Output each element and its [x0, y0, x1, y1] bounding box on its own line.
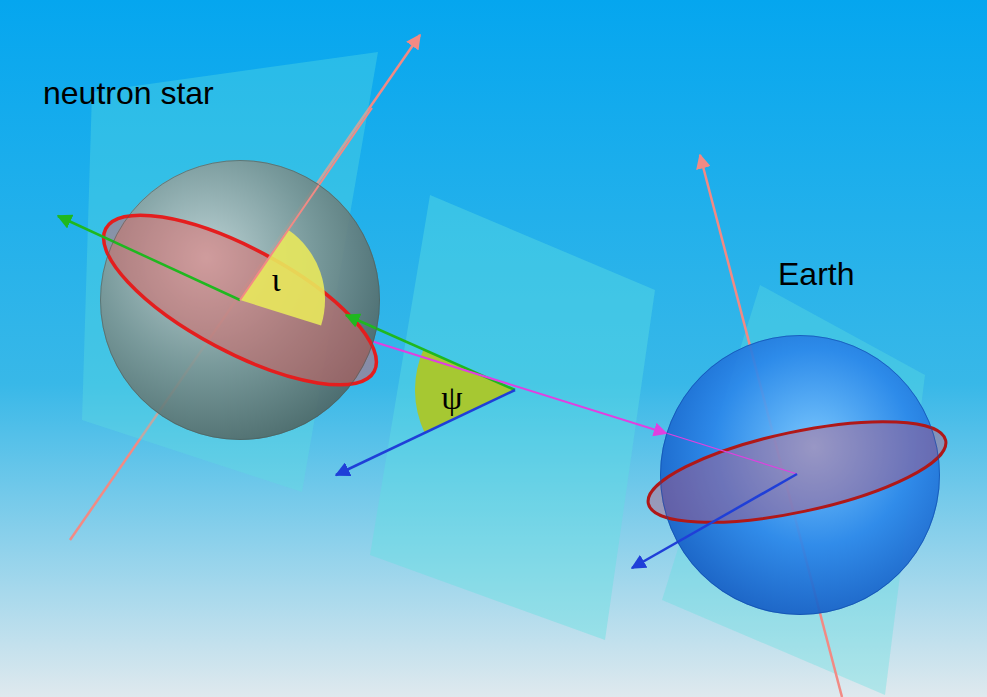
node-label: Earth	[778, 257, 854, 292]
sphere-outline	[661, 336, 940, 615]
equator-ring	[640, 401, 954, 542]
sky-plane	[370, 195, 655, 640]
angle-wedge	[240, 230, 325, 326]
rotation-axis	[240, 108, 372, 300]
line-of-sight	[666, 433, 797, 474]
angle-symbol: ψ	[441, 380, 462, 416]
angle-wedge	[415, 350, 515, 433]
node-label: neutron star	[43, 76, 214, 111]
node-outline	[660, 335, 940, 615]
blue-arrow	[632, 474, 797, 568]
angle-symbol: ι	[271, 262, 280, 298]
sphere-outline	[101, 161, 380, 440]
neutron-star-node: neutron star	[100, 160, 380, 440]
earth-node: Earth	[660, 335, 940, 615]
line-of-sight-arrow	[374, 342, 667, 433]
blue-arrow	[336, 390, 515, 475]
node-outline	[100, 160, 380, 440]
green-arrow	[58, 216, 240, 300]
